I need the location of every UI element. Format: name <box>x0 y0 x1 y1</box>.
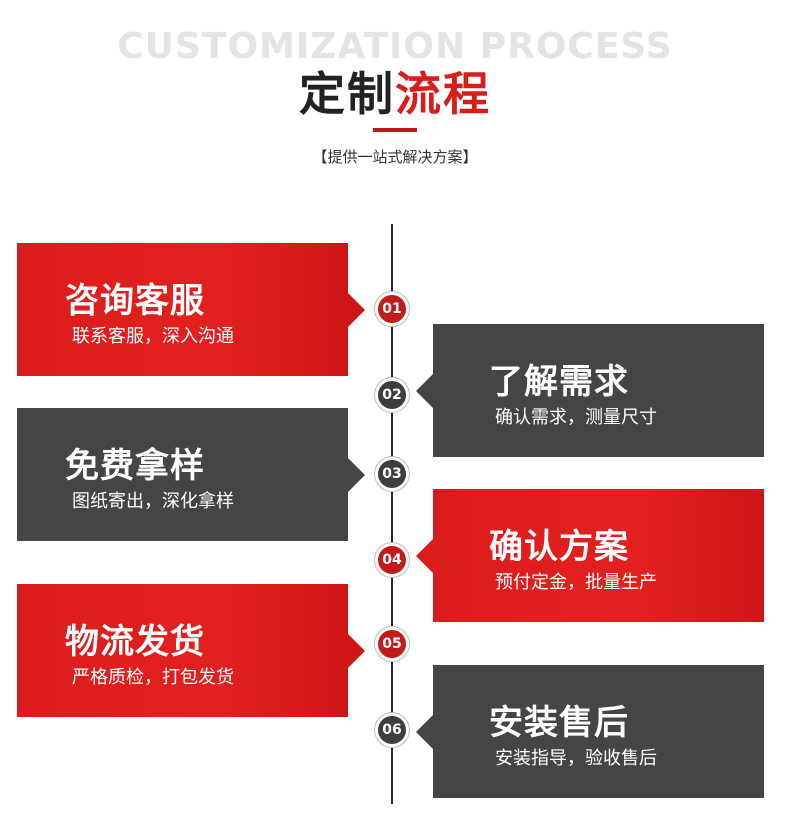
title-main: 定制 <box>299 67 395 121</box>
step-card-03: 免费拿样 图纸寄出，深化拿样 <box>17 408 365 541</box>
step-number-badge-01: 01 <box>375 292 409 326</box>
step-card-05: 物流发货 严格质检，打包发货 <box>17 584 365 717</box>
step-title: 免费拿样 <box>65 446 205 486</box>
step-card-01: 咨询客服 联系客服，深入沟通 <box>17 243 365 376</box>
page-title: 定制流程 <box>0 58 790 124</box>
card-pointer <box>416 714 433 749</box>
title-underline <box>373 128 417 132</box>
step-card-06: 安装售后 安装指导，验收售后 <box>416 665 764 798</box>
timeline-line <box>391 224 393 804</box>
card-pointer <box>416 538 433 573</box>
card-pointer <box>348 457 365 492</box>
title-accent: 流程 <box>395 67 491 121</box>
card-pointer <box>348 292 365 327</box>
step-number-badge-05: 05 <box>375 627 409 661</box>
step-title: 了解需求 <box>489 362 629 402</box>
step-number-badge-06: 06 <box>375 713 409 747</box>
step-card-02: 了解需求 确认需求，测量尺寸 <box>416 324 764 457</box>
step-number-badge-04: 04 <box>375 543 409 577</box>
step-description: 严格质检，打包发货 <box>72 667 234 688</box>
step-number-badge-02: 02 <box>375 378 409 412</box>
step-description: 预付定金，批量生产 <box>495 572 657 593</box>
step-description: 联系客服，深入沟通 <box>72 326 234 347</box>
background-watermark-text: CUSTOMIZATION PROCESS <box>117 26 673 67</box>
step-description: 安装指导，验收售后 <box>495 748 657 769</box>
page-subtitle: 【提供一站式解决方案】 <box>312 148 478 166</box>
step-title: 安装售后 <box>489 703 629 743</box>
step-card-04: 确认方案 预付定金，批量生产 <box>416 489 764 622</box>
step-description: 确认需求，测量尺寸 <box>495 407 657 428</box>
step-number-badge-03: 03 <box>375 457 409 491</box>
step-title: 物流发货 <box>65 622 205 662</box>
card-pointer <box>416 373 433 408</box>
step-title: 确认方案 <box>489 527 629 567</box>
card-pointer <box>348 633 365 668</box>
step-description: 图纸寄出，深化拿样 <box>72 491 234 512</box>
step-title: 咨询客服 <box>65 281 205 321</box>
